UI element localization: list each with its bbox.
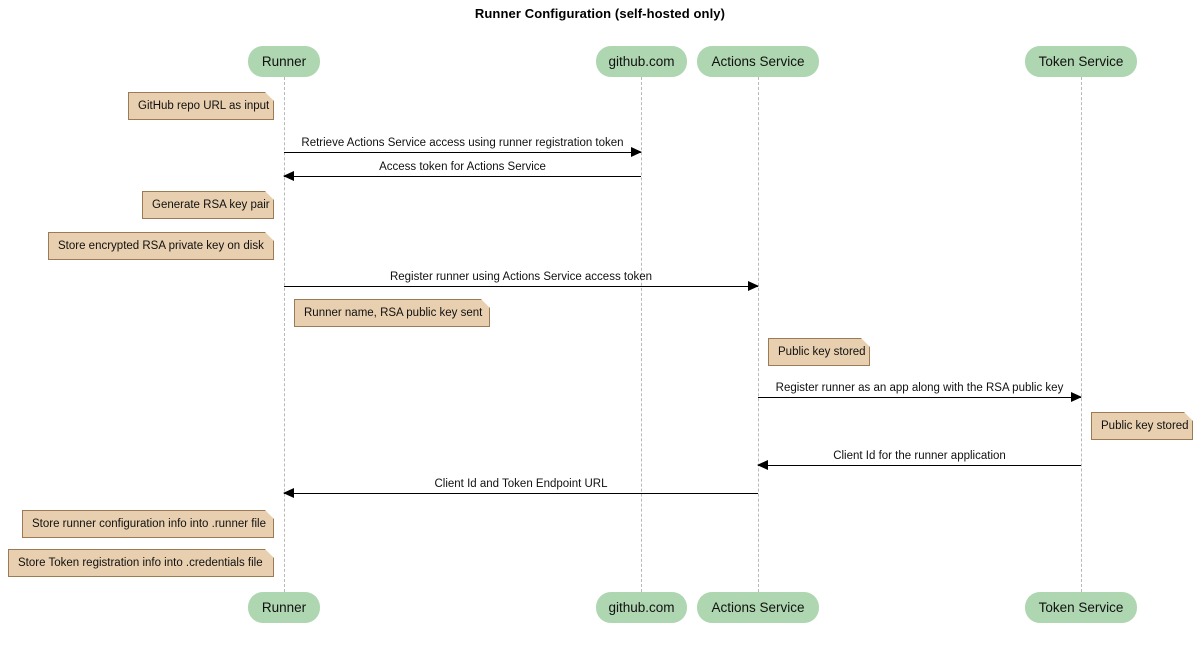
note-text: Generate RSA key pair: [152, 199, 270, 211]
note-text: Public key stored: [778, 346, 866, 358]
participant-label: Token Service: [1038, 54, 1124, 69]
message-label: Register runner using Actions Service ac…: [389, 271, 653, 283]
message-line: [284, 176, 641, 177]
message-label: Access token for Actions Service: [379, 161, 546, 173]
participant-label: Runner: [261, 600, 307, 615]
note-fold-icon: [265, 191, 274, 200]
note-n6: Public key stored: [1091, 412, 1193, 440]
note-fold-icon: [265, 510, 274, 519]
note-n8: Store Token registration info into .cred…: [8, 549, 274, 577]
message-label: Client Id and Token Endpoint URL: [434, 478, 608, 490]
participant-footer-token[interactable]: Token Service: [1025, 592, 1137, 623]
note-text: Runner name, RSA public key sent: [304, 307, 483, 319]
message-label: Client Id for the runner application: [833, 450, 1006, 462]
participant-footer-runner[interactable]: Runner: [248, 592, 320, 623]
note-fold-icon: [265, 232, 274, 241]
message-line: [758, 397, 1081, 398]
note-n2: Generate RSA key pair: [142, 191, 274, 219]
participant-header-actions[interactable]: Actions Service: [697, 46, 819, 77]
note-fold-icon: [861, 338, 870, 347]
note-fold-icon: [481, 299, 490, 308]
participant-label: Runner: [261, 54, 307, 69]
arrowhead-icon: [283, 488, 294, 498]
message-line: [284, 493, 758, 494]
participant-label: Actions Service: [711, 54, 805, 69]
note-text: Public key stored: [1101, 420, 1189, 432]
participant-label: Token Service: [1038, 600, 1124, 615]
lifeline-actions: [758, 77, 759, 592]
note-text: GitHub repo URL as input: [138, 100, 270, 112]
note-text: Store encrypted RSA private key on disk: [58, 240, 264, 252]
participant-footer-actions[interactable]: Actions Service: [697, 592, 819, 623]
diagram-title: Runner Configuration (self-hosted only): [474, 6, 726, 21]
note-fold-icon: [265, 549, 274, 558]
arrowhead-icon: [283, 171, 294, 181]
lifeline-github: [641, 77, 642, 592]
note-text: Store Token registration info into .cred…: [18, 557, 263, 569]
message-line: [284, 286, 758, 287]
arrowhead-icon: [1071, 392, 1082, 402]
participant-header-token[interactable]: Token Service: [1025, 46, 1137, 77]
participant-label: github.com: [608, 600, 675, 615]
lifeline-token: [1081, 77, 1082, 592]
message-label: Retrieve Actions Service access using ru…: [301, 137, 624, 149]
participant-header-github[interactable]: github.com: [596, 46, 687, 77]
note-n5: Public key stored: [768, 338, 870, 366]
arrowhead-icon: [631, 147, 642, 157]
message-line: [284, 152, 641, 153]
note-n1: GitHub repo URL as input: [128, 92, 274, 120]
message-label: Register runner as an app along with the…: [775, 382, 1064, 394]
note-n3: Store encrypted RSA private key on disk: [48, 232, 274, 260]
participant-label: github.com: [608, 54, 675, 69]
arrowhead-icon: [748, 281, 759, 291]
note-n7: Store runner configuration info into .ru…: [22, 510, 274, 538]
participant-header-runner[interactable]: Runner: [248, 46, 320, 77]
message-line: [758, 465, 1081, 466]
participant-label: Actions Service: [711, 600, 805, 615]
arrowhead-icon: [757, 460, 768, 470]
note-fold-icon: [265, 92, 274, 101]
note-fold-icon: [1184, 412, 1193, 421]
note-text: Store runner configuration info into .ru…: [32, 518, 266, 530]
participant-footer-github[interactable]: github.com: [596, 592, 687, 623]
note-n4: Runner name, RSA public key sent: [294, 299, 490, 327]
lifeline-runner: [284, 77, 285, 592]
